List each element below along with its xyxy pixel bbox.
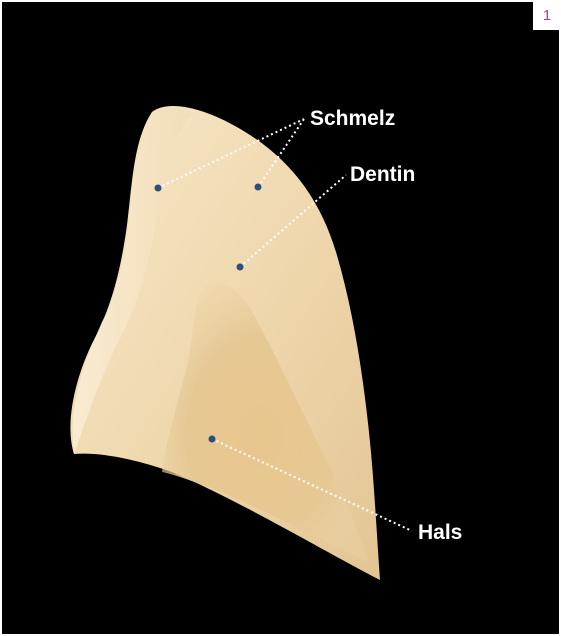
marker-dot-neck xyxy=(209,436,216,443)
marker-dot-enamel-2 xyxy=(255,184,262,191)
figure-number-badge: 1 xyxy=(533,0,561,30)
marker-dot-enamel-1 xyxy=(155,185,162,192)
label-neck: Hals xyxy=(418,522,462,543)
marker-dot-dentin xyxy=(237,264,244,271)
label-dentin: Dentin xyxy=(350,164,415,185)
label-enamel: Schmelz xyxy=(310,108,395,129)
